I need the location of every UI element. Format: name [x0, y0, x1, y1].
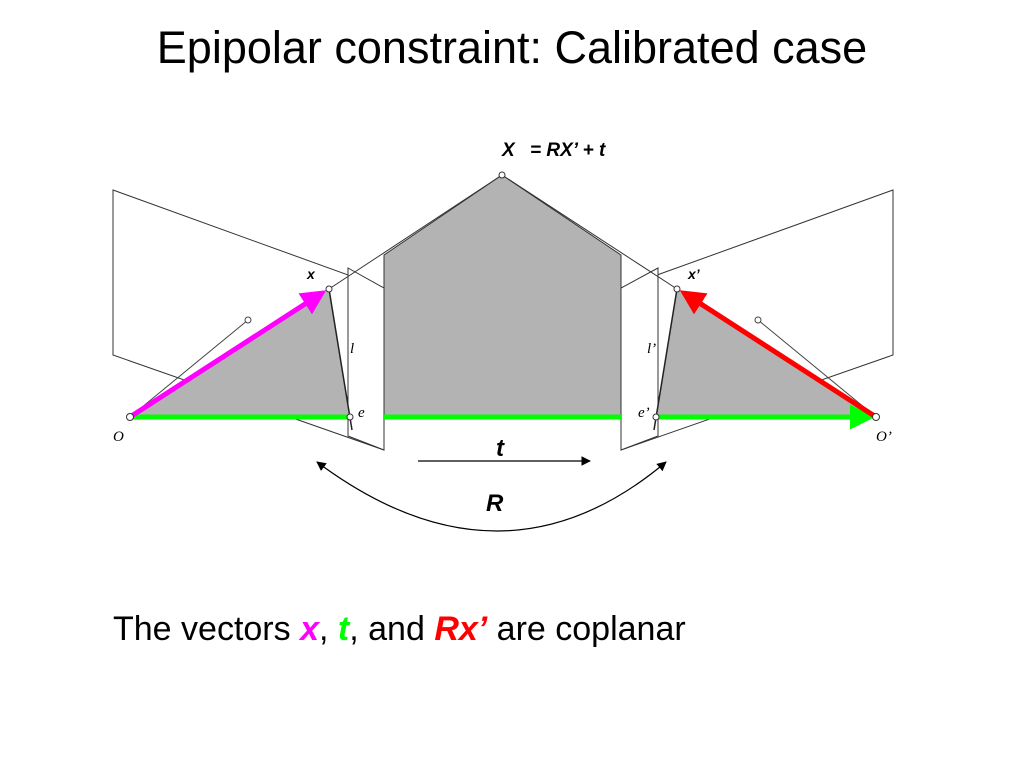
point-e-prime	[652, 413, 660, 421]
caption-suffix: are coplanar	[487, 610, 686, 648]
label-e-prime: e’	[638, 405, 650, 421]
point-x-prime	[673, 285, 681, 293]
point-x	[325, 285, 333, 293]
label-X-eq: = RX’ + t	[530, 140, 606, 161]
epipolar-line-l-prime	[653, 288, 678, 431]
right-epipolar-edge	[501, 174, 678, 290]
vector-x	[128, 290, 327, 420]
caption-prefix: The vectors	[113, 610, 301, 648]
left-ray	[129, 319, 249, 418]
label-e: e	[358, 405, 365, 421]
label-l-prime: l’	[647, 341, 656, 357]
caption-sep1: ,	[319, 610, 338, 648]
point-X	[498, 171, 506, 179]
right-image-plane	[620, 267, 659, 451]
caption-x: x	[300, 610, 319, 648]
label-x-prime: x’	[687, 266, 701, 282]
right-triangle	[656, 289, 876, 417]
slide-title: Epipolar constraint: Calibrated case	[156, 22, 868, 73]
epipolar-plane	[383, 174, 622, 418]
label-O-prime: O’	[876, 429, 892, 445]
label-O: O	[113, 429, 124, 445]
vector-rx-prime	[679, 290, 878, 420]
left-ray-point	[244, 316, 252, 324]
point-e	[346, 413, 354, 421]
r-arrow	[316, 461, 667, 532]
right-ray	[757, 319, 877, 418]
left-triangle	[130, 289, 350, 417]
label-x: x	[306, 266, 316, 282]
left-epipolar-edge	[328, 174, 503, 290]
point-O	[126, 413, 134, 421]
caption: The vectors x, t, and Rx’ are coplanar	[113, 610, 686, 649]
caption-sep2: , and	[349, 610, 435, 648]
left-image-plane	[347, 267, 385, 451]
label-t: t	[496, 435, 505, 462]
caption-rx: Rx’	[434, 610, 488, 648]
epipolar-line-l	[328, 288, 353, 431]
point-O-prime	[872, 413, 880, 421]
caption-t: t	[337, 610, 350, 648]
label-R: R	[486, 490, 504, 517]
right-ray-point	[754, 316, 762, 324]
label-l: l	[350, 341, 354, 357]
label-X: X	[501, 140, 516, 161]
